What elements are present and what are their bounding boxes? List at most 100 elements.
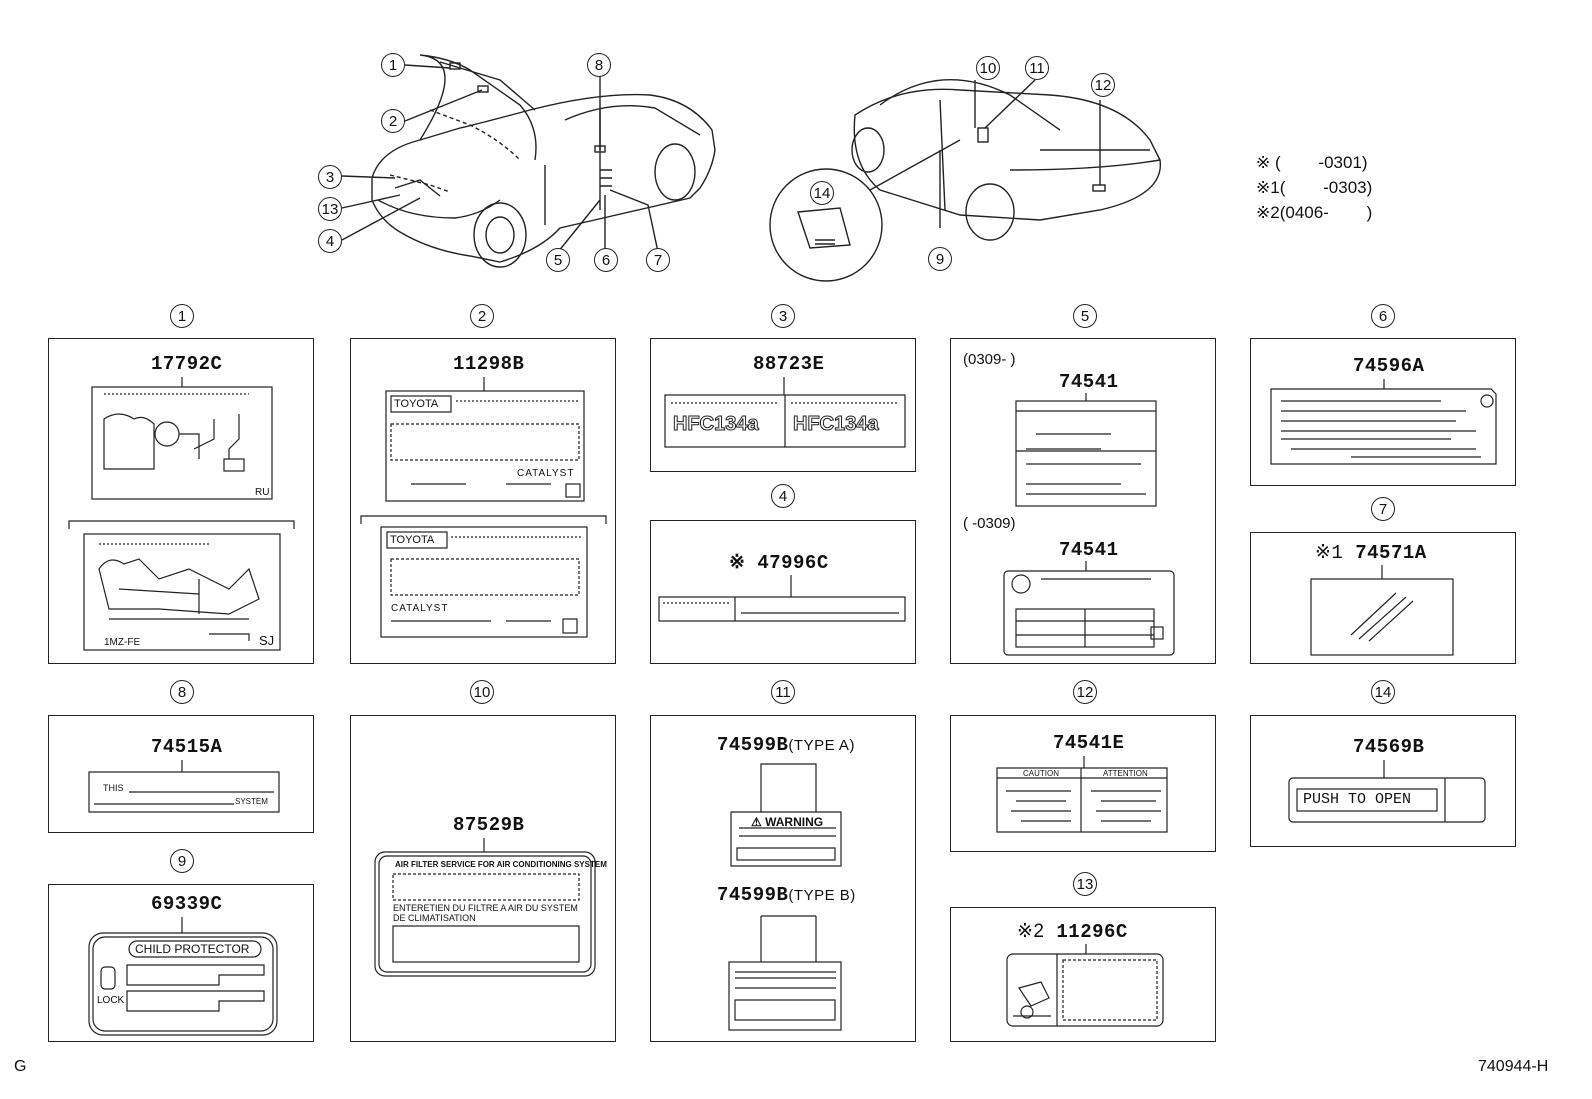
part-number: 87529B — [453, 814, 525, 836]
panel-6: 74596A — [1250, 338, 1516, 486]
part-number: 88723E — [753, 353, 825, 375]
system-text: SYSTEM — [235, 797, 268, 806]
type-text: (TYPE B) — [788, 887, 856, 904]
engine-coolant-label — [1006, 944, 1164, 1027]
panel-4-callout: 4 — [771, 484, 795, 508]
region-code: RU — [255, 487, 270, 498]
panel-11: 74599B(TYPE A) 74599B(TYPE B) ⚠ WARNING — [650, 715, 916, 1042]
refrigerant-label — [664, 377, 906, 448]
brand-text: TOYOTA — [390, 534, 435, 546]
tire-info-labels — [1003, 393, 1175, 656]
air-filter-label — [374, 838, 596, 977]
region-code: SJ — [259, 633, 275, 648]
glass-label — [1310, 565, 1454, 656]
callout-5: 5 — [546, 248, 570, 272]
panel-8: 74515A THIS SYSTEM — [48, 715, 314, 833]
panel-2-callout: 2 — [470, 304, 494, 328]
callout-8: 8 — [587, 53, 611, 77]
callout-13: 13 — [318, 197, 342, 221]
legend-mark: ※2 — [1256, 203, 1280, 222]
callout-1: 1 — [381, 53, 405, 77]
part-number: 74515A — [151, 736, 223, 758]
legend-mark: ※ — [1256, 153, 1271, 172]
airbag-warning-labels — [728, 763, 842, 1031]
emission-diagram-label — [68, 377, 295, 651]
part-number: ※ 47996C — [729, 551, 829, 574]
panel-9: 69339C CHILD PROTECTOR LOCK — [48, 884, 314, 1042]
part-code: 74599B — [717, 734, 789, 756]
panel-13-callout: 13 — [1073, 872, 1097, 896]
panel-7-callout: 7 — [1371, 497, 1395, 521]
part-number: 69339C — [151, 893, 223, 915]
caution-label — [658, 575, 906, 622]
part-number: 74541E — [1053, 732, 1125, 754]
child-protector-label — [88, 917, 278, 1036]
legend-mark: ※1 — [1256, 178, 1280, 197]
part-number: 11298B — [453, 353, 525, 375]
callout-6: 6 — [594, 248, 618, 272]
panel-4: ※ 47996C — [650, 520, 916, 664]
panel-6-callout: 6 — [1371, 304, 1395, 328]
callout-3: 3 — [318, 165, 342, 189]
mark: ※2 — [1017, 921, 1045, 942]
callout-4: 4 — [318, 229, 342, 253]
system-label — [88, 760, 280, 813]
date-range: (0309- ) — [963, 351, 1016, 368]
panel-7: ※1 74571A — [1250, 532, 1516, 664]
panel-1: 17792C RU 1MZ-FE SJ — [48, 338, 314, 664]
callout-10: 10 — [976, 56, 1000, 80]
callout-7: 7 — [646, 248, 670, 272]
footer-left-code: G — [14, 1058, 27, 1075]
panel-3: 88723E HFC134a HFC134a — [650, 338, 916, 472]
part-number: 74541 — [1059, 371, 1119, 393]
panel-14-callout: 14 — [1371, 680, 1395, 704]
panel-12: 74541E CAUTION ATTENTION — [950, 715, 1216, 852]
catalyst-text: CATALYST — [391, 603, 449, 614]
panel-3-callout: 3 — [771, 304, 795, 328]
catalyst-text: CATALYST — [517, 468, 575, 479]
part-number: 74599B(TYPE B) — [717, 884, 856, 906]
part-code: 47996C — [757, 552, 829, 574]
this-text: THIS — [103, 783, 124, 793]
panel-11-callout: 11 — [771, 680, 795, 704]
part-code: 11296C — [1056, 921, 1128, 943]
air-filter-text-en: AIR FILTER SERVICE FOR AIR CONDITIONING … — [395, 860, 607, 869]
panel-8-callout: 8 — [170, 680, 194, 704]
push-to-open-label — [1288, 760, 1486, 823]
child-protector-text: CHILD PROTECTOR — [135, 942, 250, 956]
date-range: ( -0309) — [963, 515, 1016, 532]
panel-14: 74569B PUSH TO OPEN — [1250, 715, 1516, 847]
callout-11: 11 — [1025, 56, 1049, 80]
callout-14: 14 — [810, 181, 834, 205]
part-number: 17792C — [151, 353, 223, 375]
footer-right-code: 740944-H — [1478, 1058, 1549, 1075]
panel-1-callout: 1 — [170, 304, 194, 328]
part-number: 74599B(TYPE A) — [717, 734, 855, 756]
callout-12: 12 — [1091, 73, 1115, 97]
panel-10-callout: 10 — [470, 680, 494, 704]
part-number: 74541 — [1059, 539, 1119, 561]
air-filter-text-fr2: DE CLIMATISATION — [393, 913, 476, 923]
refrigerant-text: HFC134a — [793, 413, 880, 436]
part-code: 74599B — [717, 884, 789, 906]
push-to-open-text: PUSH TO OPEN — [1303, 791, 1412, 808]
caution-attention-label — [996, 756, 1168, 833]
panel-2: 11298B TOYOTA CATALYST TOYOTA CATALYST — [350, 338, 616, 664]
legend-range: (0406- ) — [1279, 203, 1373, 222]
caution-text: CAUTION — [1023, 769, 1059, 778]
warning-word: WARNING — [765, 815, 824, 829]
callout-9: 9 — [928, 247, 952, 271]
warning-text: ⚠ WARNING — [751, 815, 824, 829]
mark: ※ — [729, 552, 746, 574]
attention-text: ATTENTION — [1103, 769, 1148, 778]
part-number: ※1 74571A — [1315, 541, 1427, 564]
engine-code: 1MZ-FE — [104, 637, 141, 648]
air-filter-text-fr: ENTERETIEN DU FILTRE A AIR DU SYSTEM — [393, 903, 578, 913]
panel-13: ※2 11296C — [950, 907, 1216, 1042]
legend-range: ( -0303) — [1279, 178, 1373, 197]
part-number: ※2 11296C — [1017, 920, 1128, 943]
type-text: (TYPE A) — [788, 737, 855, 754]
panel-10: 87529B AIR FILTER SERVICE FOR AIR CONDIT… — [350, 715, 616, 1042]
part-code: 74571A — [1355, 542, 1427, 564]
